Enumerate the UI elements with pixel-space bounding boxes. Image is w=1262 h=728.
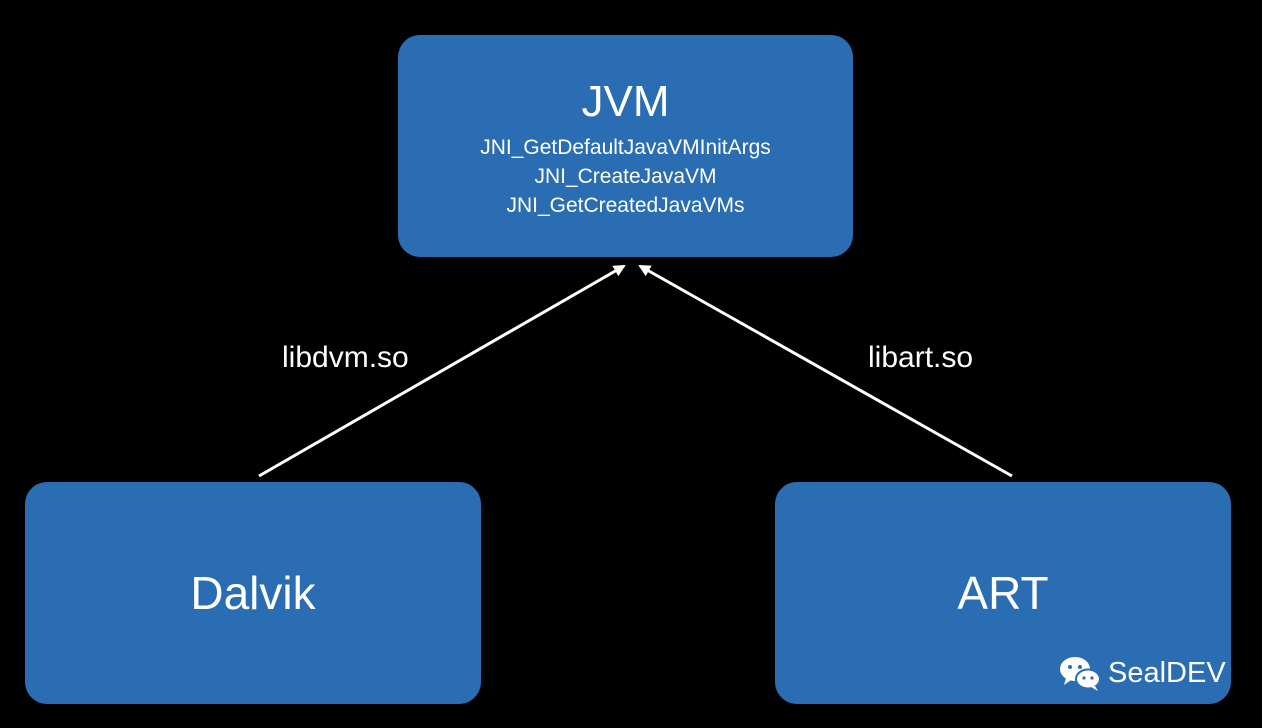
watermark: SealDEV bbox=[1058, 654, 1226, 692]
dalvik-node: Dalvik bbox=[25, 482, 481, 704]
edge-label-libart: libart.so bbox=[868, 341, 974, 374]
art-node: ART bbox=[775, 482, 1231, 704]
dalvik-title: Dalvik bbox=[190, 567, 316, 619]
jvm-title: JVM bbox=[581, 76, 670, 126]
jvm-function: JNI_GetDefaultJavaVMInitArgs bbox=[480, 135, 771, 159]
watermark-text: SealDEV bbox=[1108, 656, 1226, 689]
jvm-node: JVM JNI_GetDefaultJavaVMInitArgs JNI_Cre… bbox=[398, 35, 853, 257]
wechat-icon bbox=[1060, 657, 1101, 691]
jvm-function: JNI_CreateJavaVM bbox=[534, 164, 717, 188]
jvm-function: JNI_GetCreatedJavaVMs bbox=[506, 193, 745, 217]
edge-dalvik-to-jvm bbox=[258, 264, 626, 478]
edge-art-to-jvm bbox=[638, 264, 1013, 478]
art-title: ART bbox=[957, 567, 1049, 619]
edge-label-libdvm: libdvm.so bbox=[282, 341, 409, 374]
